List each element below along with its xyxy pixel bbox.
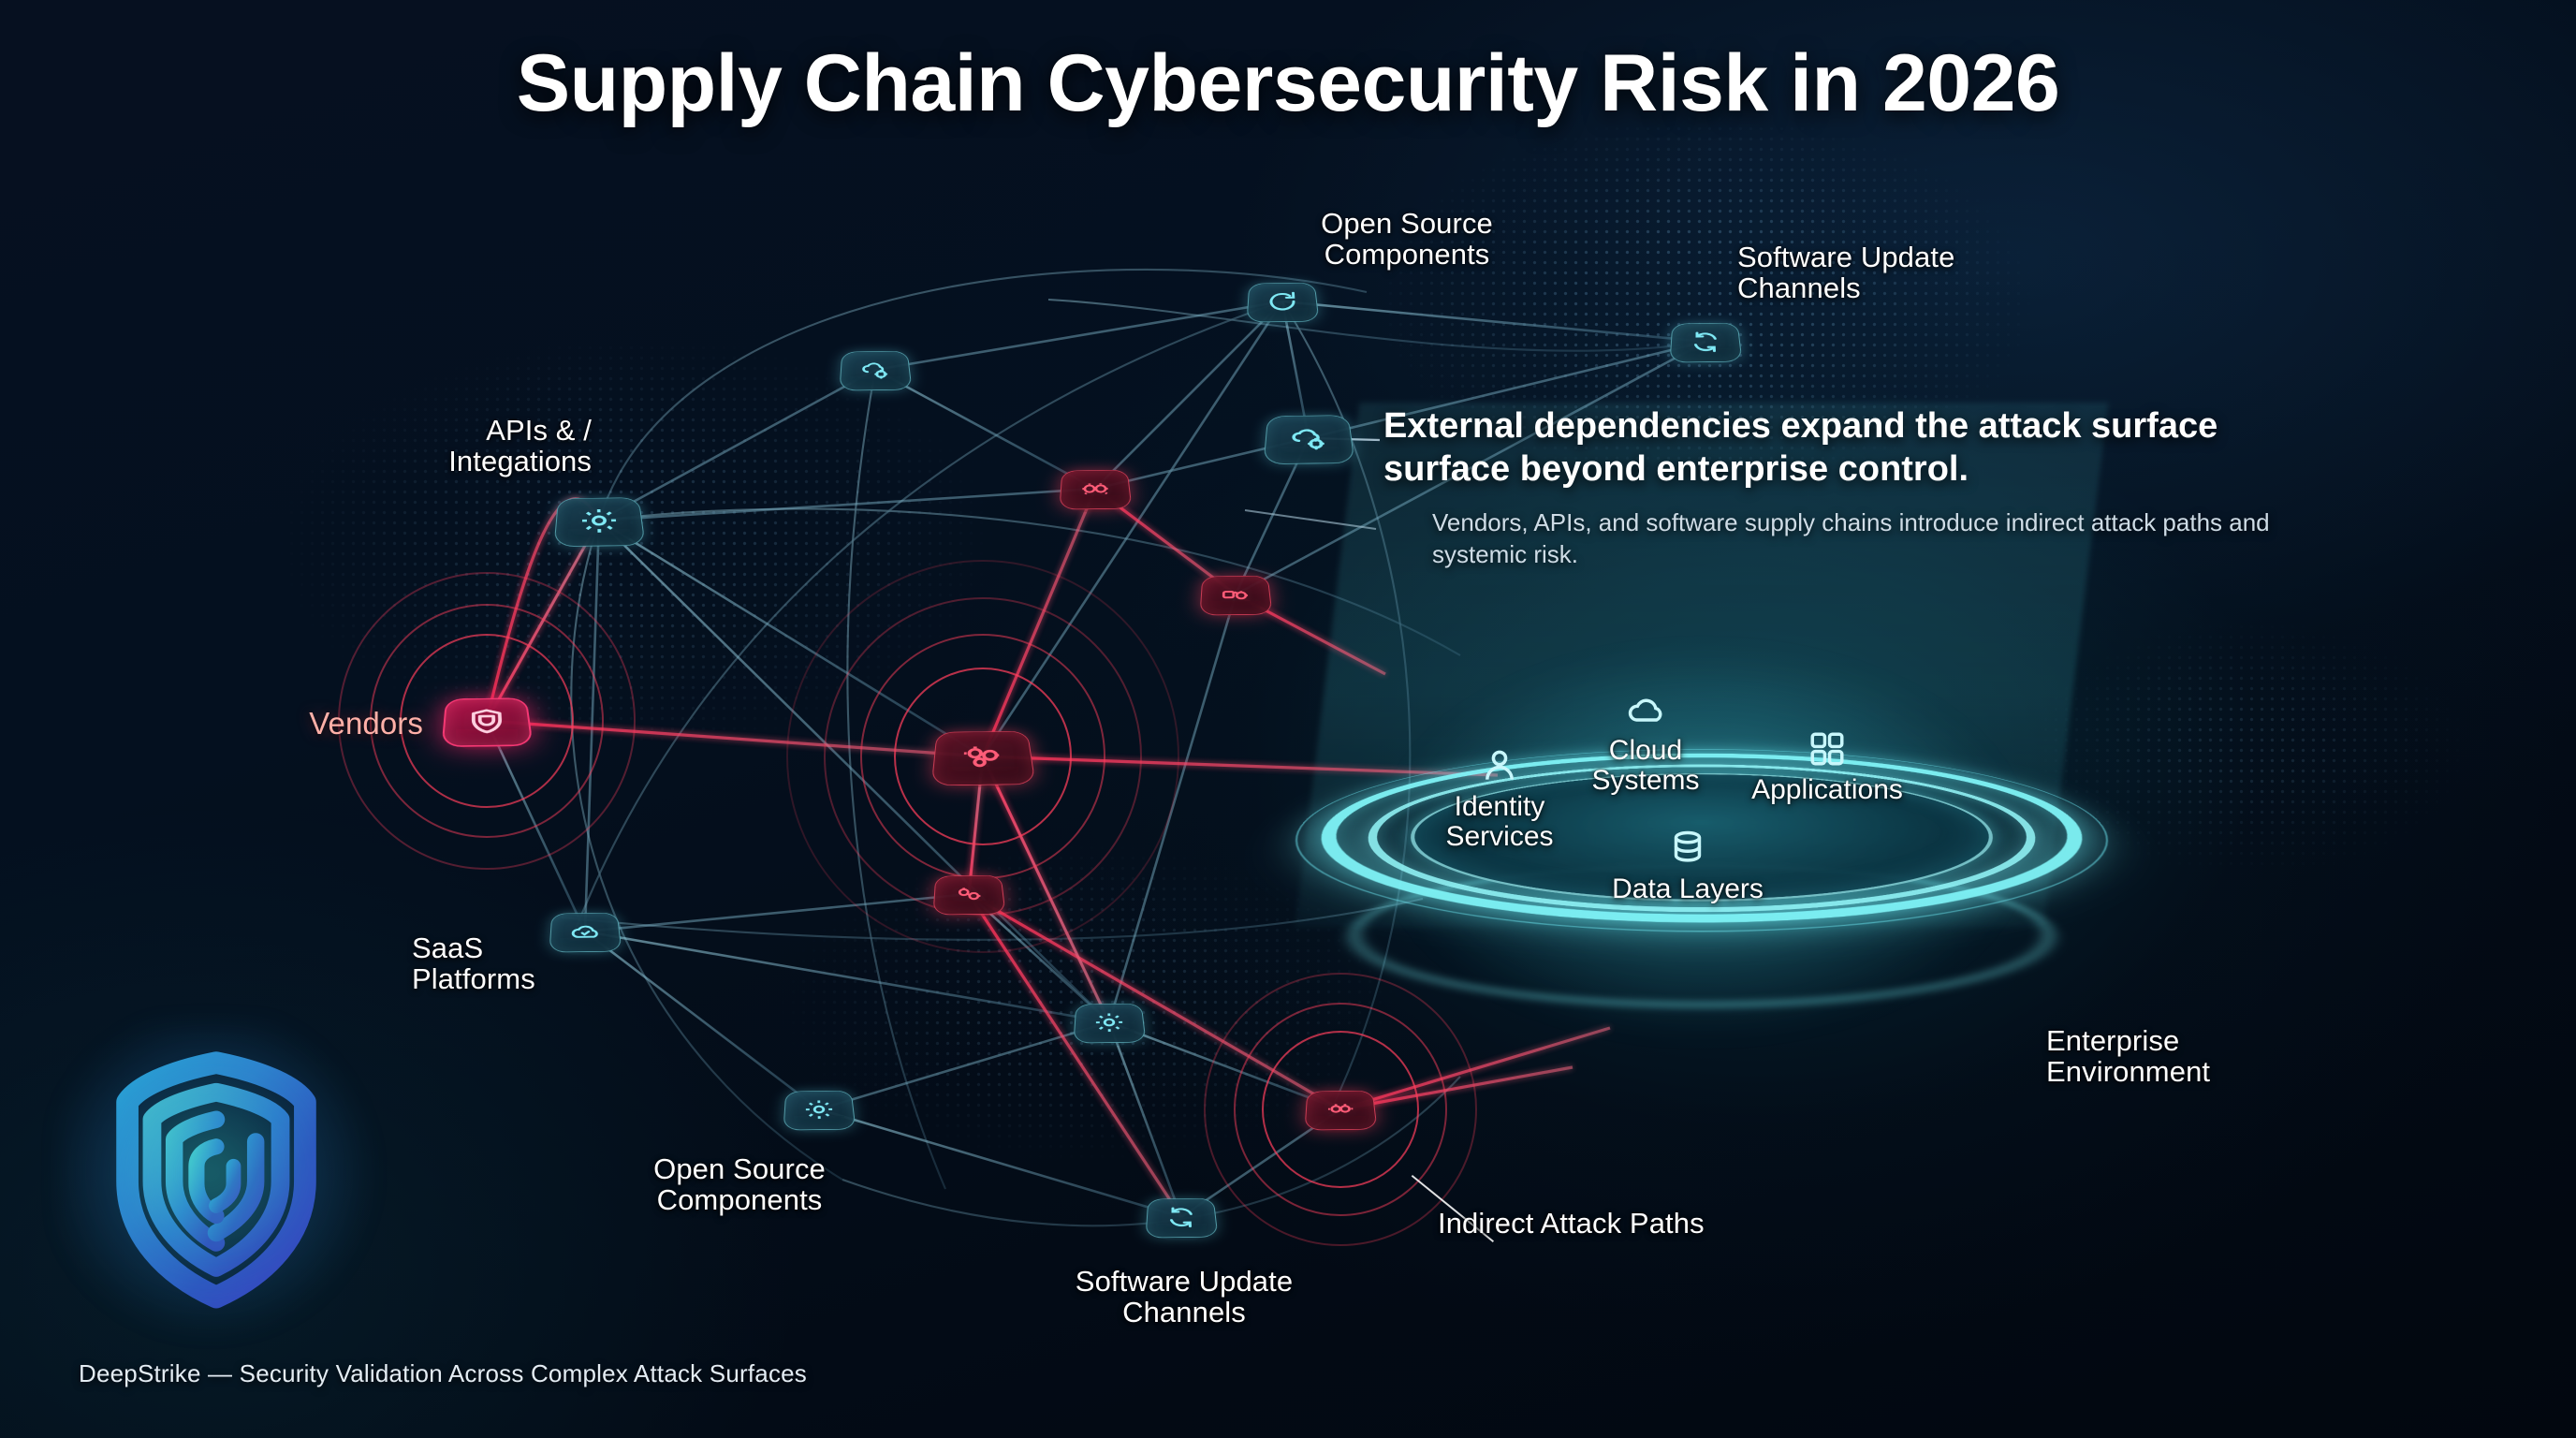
bug-icon <box>958 741 1008 774</box>
enterprise-item-label: Cloud Systems <box>1591 735 1700 797</box>
label-vendors: Vendors <box>309 706 423 741</box>
node-software-update-top[interactable] <box>1669 314 1743 370</box>
enterprise-platform: Identity Services Cloud Systems Applicat… <box>1208 550 2196 1112</box>
cloud-gear-icon <box>858 359 893 382</box>
node-tile[interactable] <box>553 497 646 548</box>
label-indirect-attack-paths: Indirect Attack Paths <box>1438 1207 1705 1240</box>
label-saas-platforms: SaaS Platforms <box>412 932 535 996</box>
bug-icon <box>952 883 987 906</box>
enterprise-item-identity-services[interactable]: Identity Services <box>1406 745 1593 853</box>
footer-tagline: DeepStrike — Security Validation Across … <box>79 1359 808 1387</box>
node-tile[interactable] <box>1669 322 1743 363</box>
node-tile[interactable] <box>1263 415 1355 465</box>
enterprise-item-label: Identity Services <box>1445 791 1554 853</box>
node-tile[interactable] <box>1073 1003 1147 1044</box>
node-compromised-a[interactable] <box>1059 461 1133 517</box>
enterprise-item-applications[interactable]: Applications <box>1715 728 1939 805</box>
node-open-source-bottom[interactable] <box>1073 994 1147 1050</box>
label-software-update-bottom: Software Update Channels <box>1075 1265 1294 1329</box>
grid-icon <box>1810 732 1844 766</box>
label-apis-integrations: APIs & / Integations <box>448 414 592 478</box>
node-tile[interactable] <box>549 912 622 953</box>
gear-icon <box>802 1098 837 1122</box>
label-enterprise-environment: Enterprise Environment <box>2046 1024 2211 1089</box>
node-compromised-c[interactable] <box>932 866 1006 922</box>
node-tile[interactable] <box>441 697 534 748</box>
cloud-icon <box>568 920 603 944</box>
node-tile[interactable] <box>1246 282 1320 323</box>
shield-maze-logo-icon <box>116 1051 316 1309</box>
node-tile[interactable] <box>839 350 913 391</box>
node-tile[interactable] <box>1059 469 1133 510</box>
enterprise-item-data-layers[interactable]: Data Layers <box>1580 828 1795 904</box>
cloud-gear-icon <box>1286 424 1331 454</box>
callout-block: External dependencies expand the attack … <box>1383 404 2320 570</box>
page-title: Supply Chain Cybersecurity Risk in 2026 <box>516 38 2060 128</box>
gear-icon <box>577 506 622 536</box>
brand-logo <box>60 1022 373 1335</box>
enterprise-item-cloud-systems[interactable]: Cloud Systems <box>1543 689 1749 797</box>
sync-icon <box>1689 330 1723 354</box>
node-tile[interactable] <box>930 730 1036 786</box>
node-saas-platforms[interactable] <box>549 903 622 960</box>
node-vendors[interactable] <box>338 572 636 870</box>
node-tile[interactable] <box>783 1090 856 1131</box>
refresh-icon <box>1266 290 1300 314</box>
node-open-source-top[interactable] <box>1246 273 1320 330</box>
label-open-source-bottom: Open Source Components <box>653 1152 826 1217</box>
bug-icon <box>1219 583 1253 607</box>
user-icon <box>1486 750 1514 780</box>
node-tile[interactable] <box>1145 1197 1219 1239</box>
label-software-update-top: Software Update Channels <box>1737 241 1955 305</box>
bug-icon <box>1078 477 1113 501</box>
node-gear-lower[interactable] <box>783 1081 856 1137</box>
shield-icon <box>464 707 509 737</box>
sync-icon <box>1164 1206 1199 1229</box>
callout-headline: External dependencies expand the attack … <box>1383 406 2218 490</box>
node-apis-integrations[interactable] <box>553 486 646 555</box>
node-tile[interactable] <box>1199 575 1273 616</box>
node-tile[interactable] <box>932 874 1006 916</box>
logo-glow <box>60 1022 373 1335</box>
node-compromised-core[interactable] <box>786 560 1179 953</box>
database-icon <box>1674 830 1702 862</box>
cloud-icon <box>1628 698 1662 722</box>
enterprise-item-label: Applications <box>1751 774 1903 805</box>
callout-subtext: Vendors, APIs, and software supply chain… <box>1432 507 2270 568</box>
label-open-source-top: Open Source Components <box>1321 207 1493 271</box>
enterprise-item-label: Data Layers <box>1612 873 1764 904</box>
node-compromised-b[interactable] <box>1199 566 1273 623</box>
node-cloud-gear-b[interactable] <box>1263 404 1355 473</box>
node-software-update-bottom[interactable] <box>1145 1189 1219 1245</box>
gear-icon <box>1092 1011 1127 1034</box>
node-cloud-gear-a[interactable] <box>839 342 913 398</box>
